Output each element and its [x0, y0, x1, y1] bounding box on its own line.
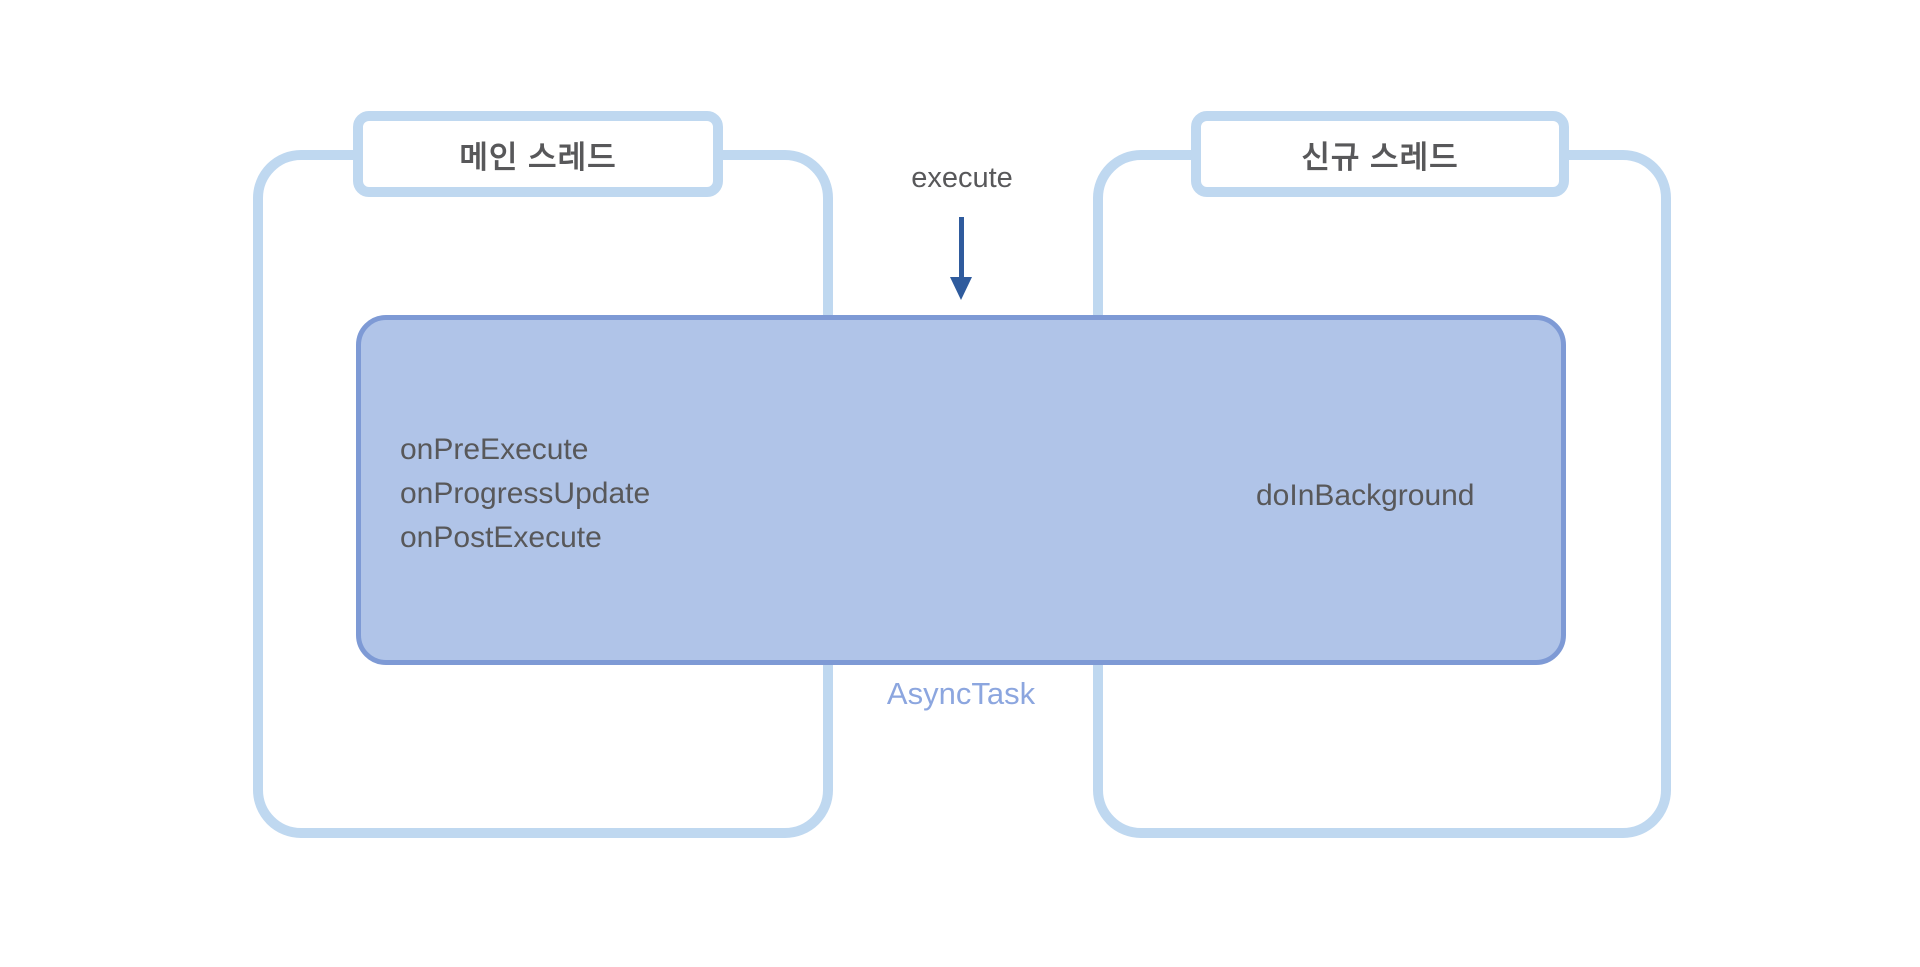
execute-label: execute — [911, 162, 1013, 194]
arrow-shaft — [959, 217, 964, 279]
new-thread-title: 신규 스레드 — [1191, 111, 1569, 197]
method-onpreexecute: onPreExecute — [400, 433, 589, 466]
down-arrow-icon — [939, 215, 984, 305]
method-onprogressupdate: onProgressUpdate — [400, 477, 651, 510]
asynctask-label: AsyncTask — [886, 676, 1036, 711]
main-thread-method-list: onPreExecute onProgressUpdate onPostExec… — [400, 428, 650, 560]
main-thread-title: 메인 스레드 — [353, 111, 723, 197]
method-doinbackground: doInBackground — [1256, 479, 1475, 512]
asynctask-box — [356, 315, 1566, 665]
method-onpostexecute: onPostExecute — [400, 521, 602, 554]
arrow-head — [950, 277, 972, 300]
